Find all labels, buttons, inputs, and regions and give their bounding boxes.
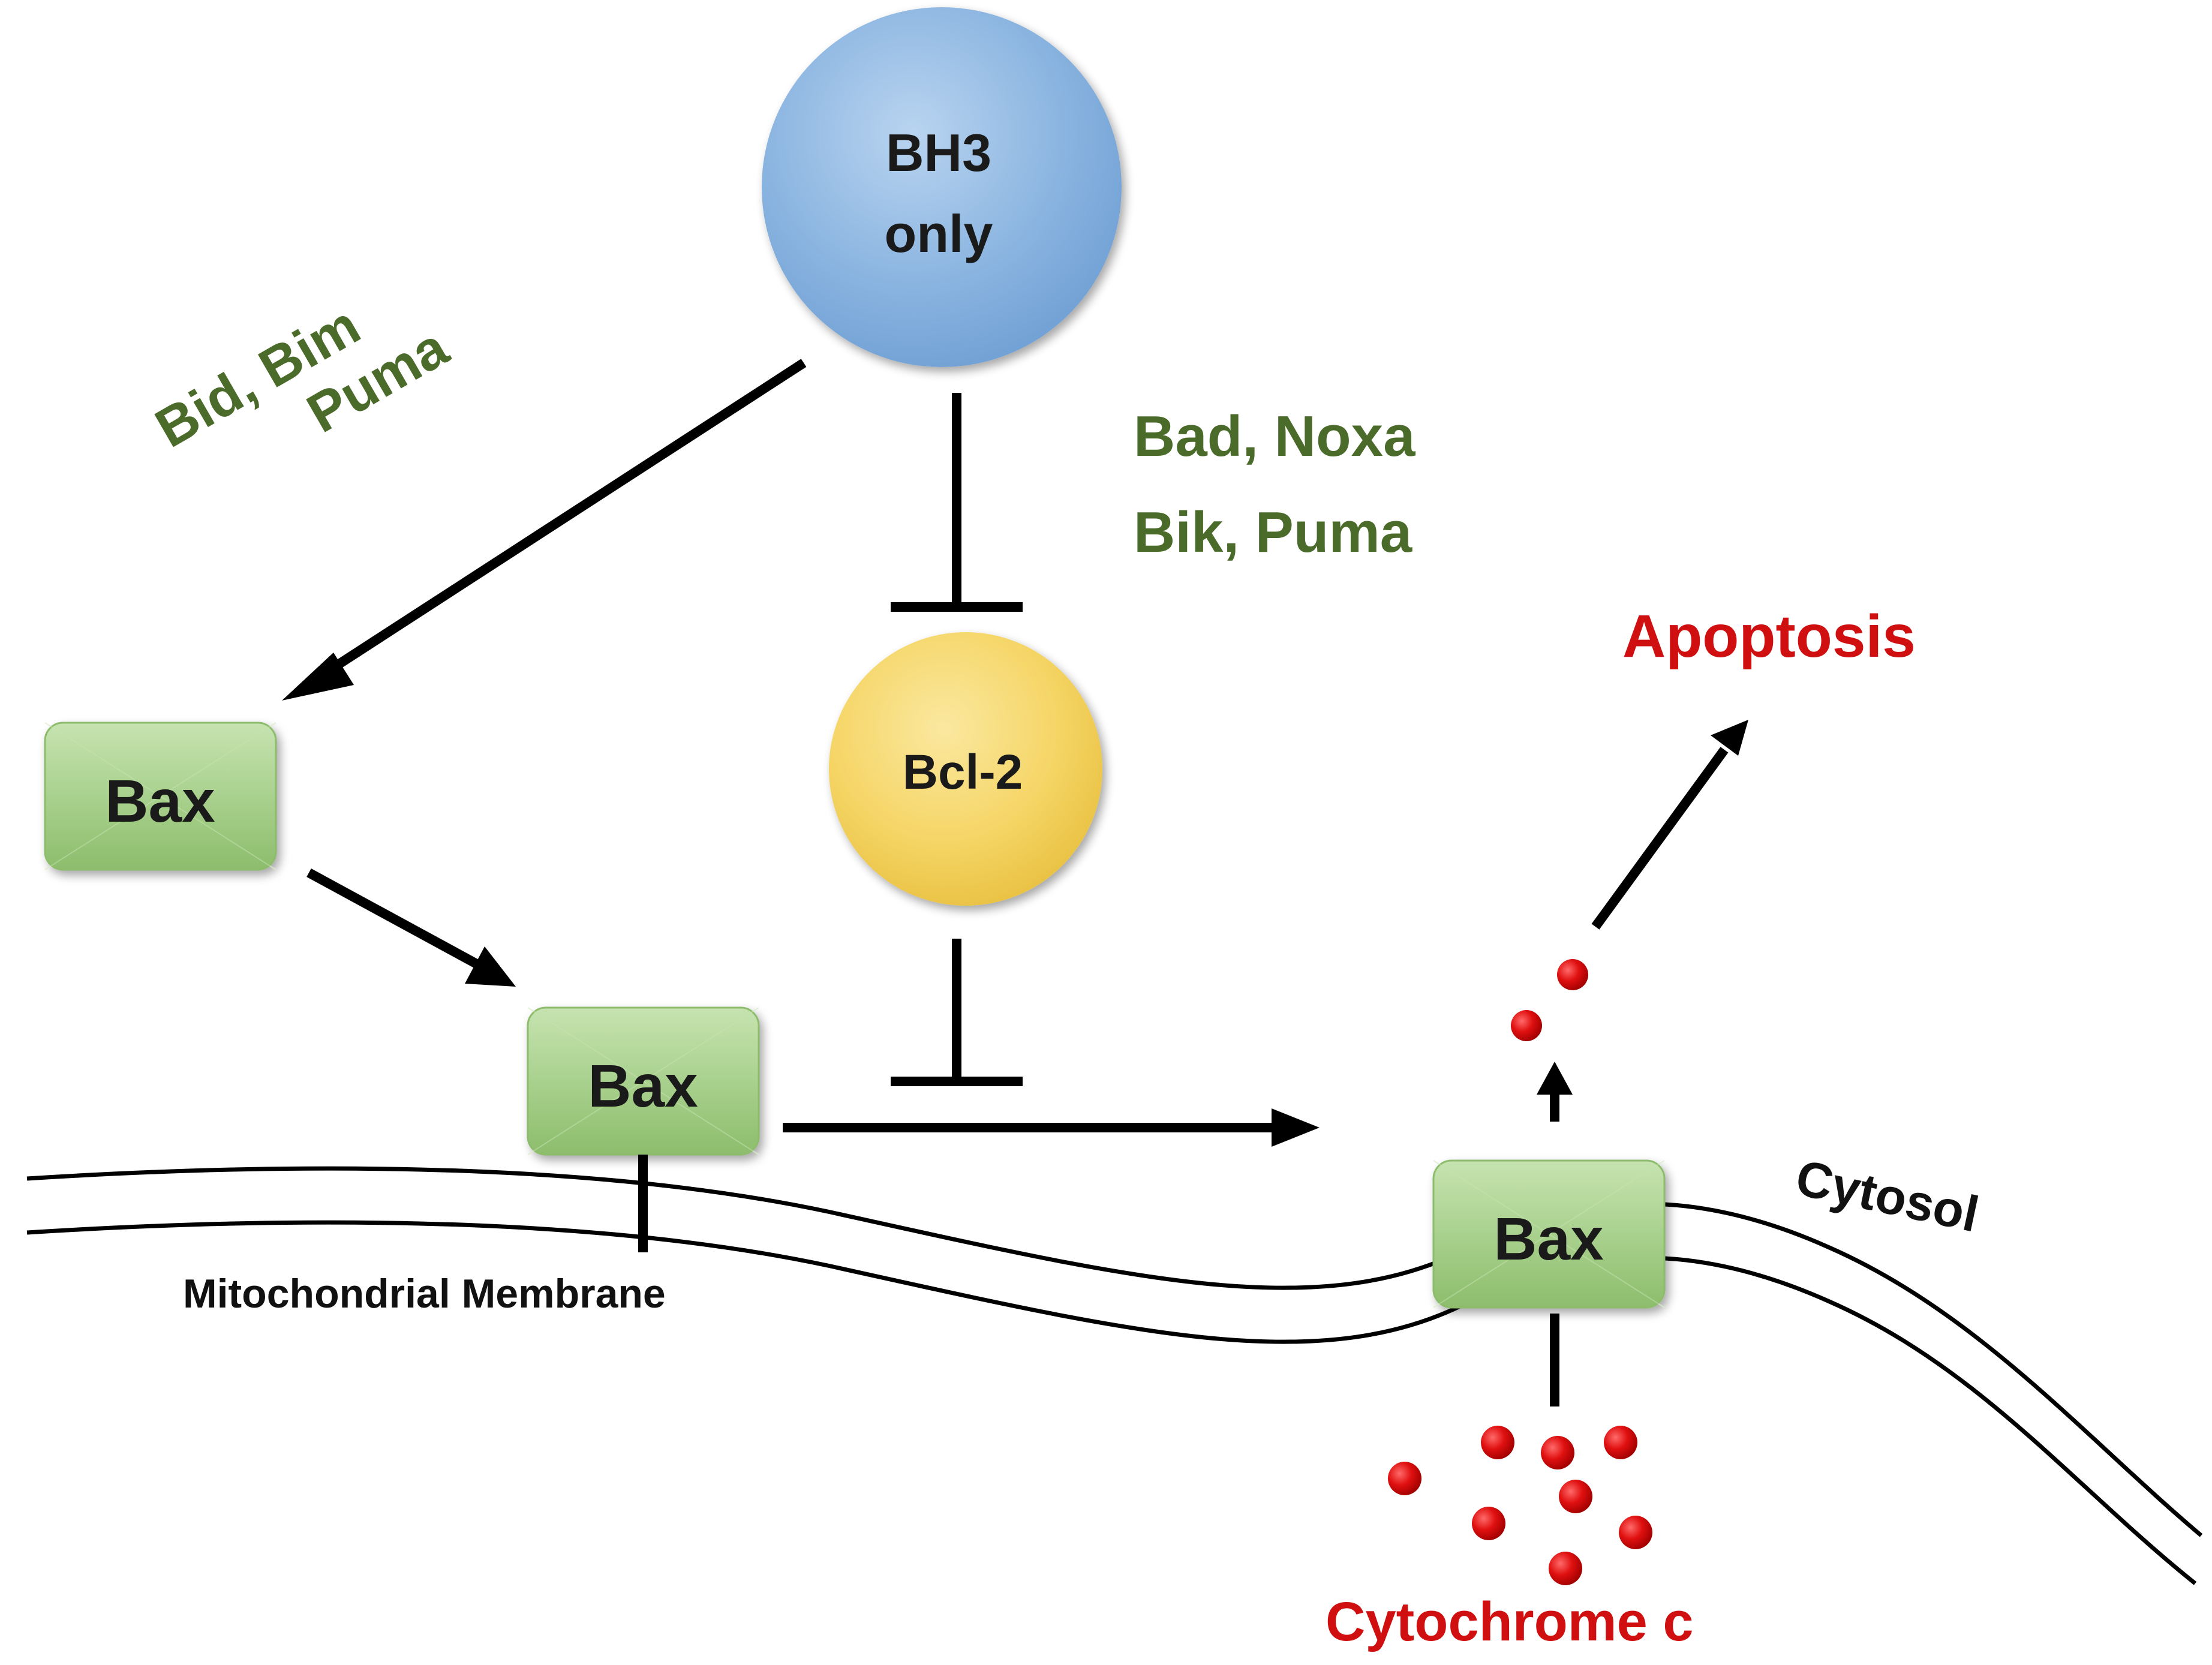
bax-membrane-label: Bax <box>588 1053 698 1120</box>
matrix-cytochrome-dots <box>1388 1426 1652 1585</box>
bax-cytosol-node <box>44 722 277 871</box>
bax-membrane-node <box>527 1006 760 1156</box>
arrow-bax-to-membrane-bax <box>306 868 516 987</box>
sensitizers-label-line1: Bad, Noxa <box>1134 404 1415 468</box>
bcl2-label: Bcl-2 <box>903 745 1023 800</box>
bax-cytosol-label: Bax <box>105 768 215 835</box>
cytochrome-label: Cytochrome c <box>1326 1591 1694 1652</box>
arrow-bh3-to-bax <box>282 359 807 701</box>
arrow-cytochrome-release <box>1537 1062 1573 1122</box>
inhibit-bcl2-to-bax <box>891 939 1023 1086</box>
bh3-label-line2: only <box>885 204 993 263</box>
sensitizers-label-line2: Bik, Puma <box>1134 500 1412 564</box>
bax-pore-node <box>1432 1159 1666 1309</box>
arrow-bax-to-pore <box>783 1108 1320 1147</box>
arrow-to-apoptosis <box>1591 720 1748 930</box>
membrane-outer-line <box>26 1166 2203 1537</box>
bh3-only-node <box>762 7 1122 367</box>
membrane-inner-line <box>26 1220 2197 1585</box>
released-cytochrome-dots <box>1511 959 1588 1041</box>
cytosol-label: Cytosol <box>1791 1149 1983 1243</box>
mitochondrial-membrane <box>26 1166 2203 1585</box>
apoptosis-label: Apoptosis <box>1622 603 1916 670</box>
bcl2-node <box>829 632 1102 906</box>
inhibit-bh3-to-bcl2 <box>891 393 1023 612</box>
membrane-label: Mitochondrial Membrane <box>183 1271 666 1317</box>
bax-pore-label: Bax <box>1493 1206 1603 1273</box>
bh3-label-line1: BH3 <box>886 123 991 182</box>
